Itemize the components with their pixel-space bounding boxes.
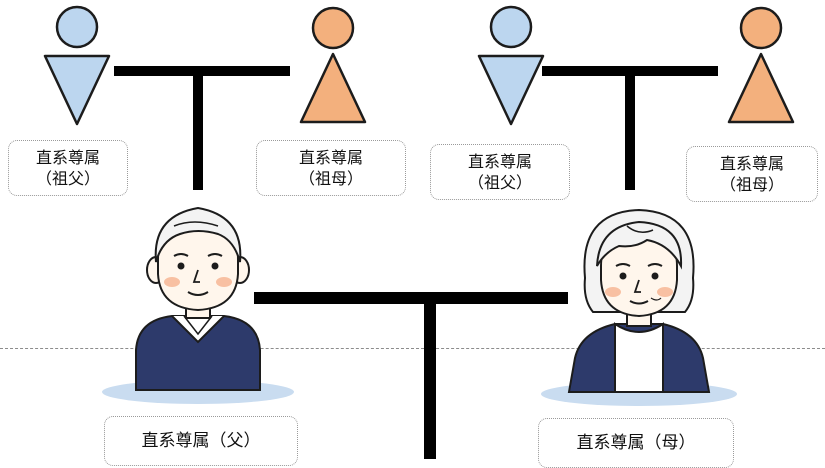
marriage-line-paternal xyxy=(114,66,290,76)
male-person-icon xyxy=(477,5,545,126)
elderly-man-icon xyxy=(102,206,294,404)
generation-divider xyxy=(0,348,825,349)
label-maternal-grandfather: 直系尊属 （祖父） xyxy=(430,144,570,200)
female-person-icon xyxy=(727,6,795,124)
marriage-line-parents xyxy=(254,292,568,304)
label-line1: 直系尊属 xyxy=(35,148,100,167)
label-paternal-grandfather: 直系尊属 （祖父） xyxy=(8,140,128,196)
label-text: 直系尊属（母） xyxy=(576,432,696,453)
descent-line-paternal xyxy=(193,76,203,190)
label-paternal-grandmother: 直系尊属 （祖母） xyxy=(256,140,406,196)
label-maternal-grandmother: 直系尊属 （祖母） xyxy=(686,146,818,202)
marriage-line-maternal xyxy=(542,66,718,76)
label-line1: 直系尊属 xyxy=(298,148,363,167)
elderly-woman-icon xyxy=(541,208,737,406)
label-line2: （祖母） xyxy=(719,175,784,194)
male-person-icon xyxy=(43,5,111,126)
label-line1: 直系尊属 xyxy=(467,152,532,171)
label-line2: （祖父） xyxy=(35,169,100,188)
label-line1: 直系尊属 xyxy=(719,154,784,173)
female-person-icon xyxy=(299,6,367,124)
label-line2: （祖父） xyxy=(467,173,532,192)
label-line2: （祖母） xyxy=(298,169,363,188)
label-father: 直系尊属（父） xyxy=(104,416,298,466)
descent-line-maternal xyxy=(625,76,635,190)
descent-line-parents xyxy=(424,304,436,459)
label-mother: 直系尊属（母） xyxy=(538,418,734,468)
label-text: 直系尊属（父） xyxy=(141,430,261,451)
